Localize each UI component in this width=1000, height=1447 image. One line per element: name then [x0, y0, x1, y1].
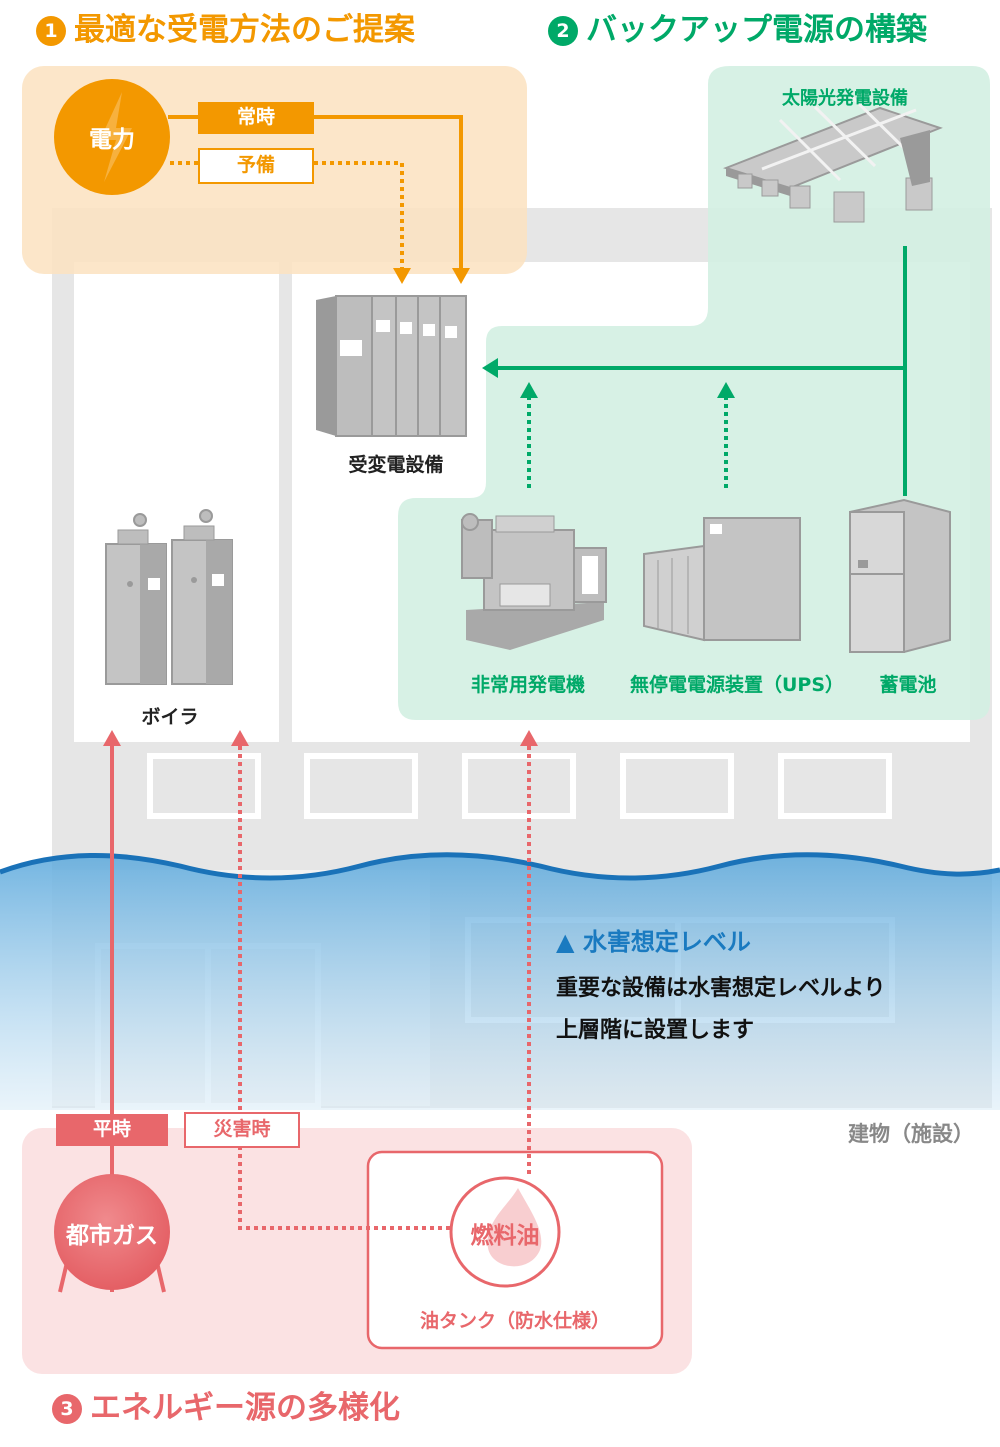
water-surface-line — [0, 852, 1000, 881]
section-2-title: バックアップ電源の構築 — [586, 12, 927, 48]
lightning-icon — [100, 92, 132, 182]
ups-label: 無停電電源装置（UPS） — [629, 674, 845, 696]
substation-label: 受変電設備 — [348, 454, 444, 476]
city-gas-tank-icon — [54, 1174, 170, 1293]
section-2-number: 2 — [548, 16, 578, 46]
city-gas-label: 都市ガス — [66, 1223, 158, 1249]
disaster-label: 災害時 — [184, 1112, 300, 1148]
oil-drop-icon — [487, 1188, 542, 1267]
section-1-number: 1 — [36, 16, 66, 46]
peacetime-label: 平時 — [56, 1114, 168, 1146]
generator-label: 非常用発電機 — [470, 674, 585, 696]
building-label: 建物（施設） — [848, 1122, 974, 1146]
section-2-heading: 2 バックアップ電源の構築 — [548, 10, 927, 50]
flood-level-title-text: 水害想定レベル — [582, 928, 751, 956]
power-source-label: 電力 — [89, 127, 135, 153]
section-1-heading: 1 最適な受電方法のご提案 — [36, 10, 415, 50]
battery-label: 蓄電池 — [879, 674, 937, 696]
ups-icon — [643, 517, 801, 642]
battery-icon — [849, 498, 951, 654]
flood-level-title: ▲ 水害想定レベル — [556, 922, 751, 957]
reserve-line — [170, 161, 404, 272]
section-1-title: 最適な受電方法のご提案 — [74, 12, 415, 48]
solar-panel-icon — [722, 93, 943, 223]
section-3-title: エネルギー源の多様化 — [90, 1390, 400, 1426]
generator-icon — [461, 513, 607, 650]
reserve-supply-label: 予備 — [198, 148, 314, 184]
normal-supply-label: 常時 — [198, 102, 314, 134]
windows-upper — [147, 753, 892, 819]
solar-label: 太陽光発電設備 — [782, 88, 908, 109]
substation-icon — [316, 295, 467, 437]
boiler-label: ボイラ — [141, 706, 199, 728]
flood-note-line2: 上層階に設置します — [556, 1018, 755, 1043]
flood-water — [0, 854, 1000, 1110]
boiler-icon — [105, 509, 233, 685]
section-3-heading: 3 エネルギー源の多様化 — [52, 1388, 400, 1428]
oil-tank-label: 油タンク（防水仕様） — [419, 1310, 610, 1332]
fuel-oil-label: 燃料油 — [470, 1223, 540, 1249]
triangle-icon: ▲ — [556, 928, 575, 956]
section-3-number: 3 — [52, 1394, 82, 1424]
flood-note-line1: 重要な設備は水害想定レベルより — [556, 976, 886, 1001]
